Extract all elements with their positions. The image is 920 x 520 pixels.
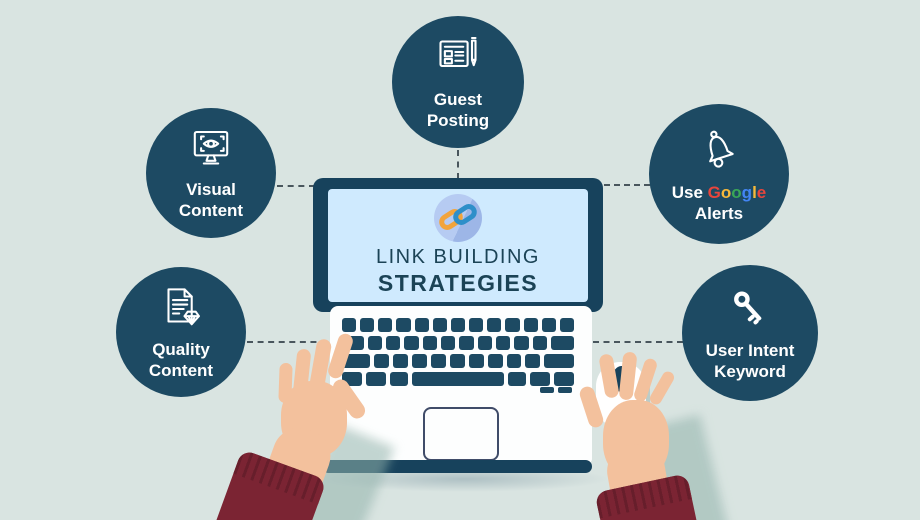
google-brand-text: Google [708, 183, 767, 202]
bubble-label-line2: Content [148, 360, 214, 380]
bubble-label: Quality Content [149, 339, 213, 381]
bubble-label-line1: Guest [433, 89, 483, 109]
keyboard-key [558, 378, 572, 384]
keyboard-key [459, 336, 474, 350]
bubble-label-line1: Use Google [672, 182, 767, 203]
keyboard-key [468, 354, 484, 368]
keyboard-key [342, 354, 371, 368]
keyboard-key [525, 354, 541, 368]
connector-quality-content [247, 341, 327, 343]
keyboard-key [396, 318, 411, 332]
keyboard-key [411, 372, 505, 386]
google-brand-letter: e [756, 182, 767, 202]
keyboard-key [523, 318, 538, 332]
keyboard-key [495, 336, 511, 350]
keyboard-key [508, 372, 527, 386]
keyboard-key [540, 387, 554, 393]
newspaper-pencil-icon [430, 34, 486, 84]
right-index-finger [598, 353, 620, 399]
keyboard-key [365, 372, 386, 386]
document-gem-icon [154, 284, 208, 334]
chain-link-icon [434, 194, 482, 242]
left-hand [201, 325, 395, 520]
bubble-use-google-alerts: Use Google Alerts [649, 104, 789, 244]
keyboard-key [430, 354, 446, 368]
google-brand-letter: l [752, 182, 757, 202]
keyboard-key [389, 372, 408, 386]
keyboard-key [385, 336, 401, 350]
bubble-label: Visual Content [179, 179, 243, 221]
keyboard-key [506, 354, 522, 368]
monitor-eye-icon [184, 126, 238, 174]
keyboard-key [450, 318, 466, 332]
left-index-finger [326, 331, 355, 381]
connector-visual-content [277, 185, 315, 187]
keyboard-row [342, 336, 574, 350]
laptop-keyboard [342, 318, 575, 386]
title-line1: LINK BUILDING [376, 246, 540, 268]
bubble-label-line1: User Intent [705, 340, 795, 360]
keyboard-key [342, 318, 357, 332]
bubble-user-intent-keyword: User Intent Keyword [682, 265, 818, 401]
keyboard-key [393, 354, 409, 368]
keyboard-key [469, 318, 484, 332]
keyboard-key [558, 387, 572, 393]
keyboard-key [514, 336, 529, 350]
bubble-label-line2: Alerts [694, 203, 744, 223]
connector-google-alerts [604, 184, 650, 186]
bubble-label-line2: Keyword [714, 361, 786, 381]
keyboard-key [449, 354, 465, 368]
keyboard-key [487, 318, 502, 332]
keyboard-key [487, 354, 503, 368]
title-line2: STRATEGIES [377, 270, 539, 296]
keyboard-key [505, 318, 520, 332]
google-brand-letter: G [707, 182, 721, 202]
keyboard-key [367, 336, 382, 350]
keyboard-key [559, 318, 575, 332]
connector-user-intent [593, 341, 683, 343]
connector-guest-posting [457, 150, 459, 179]
bell-icon [691, 125, 747, 177]
keyboard-key [422, 336, 437, 350]
right-thumb [577, 384, 606, 430]
laptop-bottom-edge [322, 460, 592, 473]
keyboard-key [541, 318, 556, 332]
keyboard-key [550, 336, 574, 350]
bubble-guest-posting: Guest Posting [392, 16, 524, 148]
google-brand-letter: o [731, 182, 742, 202]
google-brand-letter: o [720, 182, 732, 202]
keyboard-key [404, 336, 419, 350]
keyboard-key [477, 336, 492, 350]
google-brand-letter: g [741, 182, 753, 202]
bubble-label-line1: Visual [186, 179, 236, 199]
bubble-label: User Intent Keyword [706, 340, 795, 382]
keyboard-key [440, 336, 456, 350]
laptop-screen: LINK BUILDING STRATEGIES [313, 178, 603, 312]
bubble-label-line2: Posting [426, 110, 490, 130]
laptop-trackpad [423, 407, 499, 461]
right-hand [575, 348, 745, 520]
keyboard-key [432, 318, 447, 332]
bubble-label-line1: Quality [152, 339, 210, 359]
keyboard-key [374, 354, 390, 368]
keyboard-row [342, 354, 575, 368]
google-line-prefix: Use [671, 182, 703, 202]
keyboard-key [532, 336, 547, 350]
keyboard-key [414, 318, 429, 332]
bubble-visual-content: Visual Content [146, 108, 276, 238]
bubble-quality-content: Quality Content [116, 267, 246, 397]
laptop-base [330, 306, 592, 463]
keyboard-key [412, 354, 427, 368]
keyboard-key [544, 354, 575, 368]
keyboard-key [360, 318, 375, 332]
key-icon [724, 285, 776, 335]
keyboard-row [342, 318, 575, 332]
bubble-label: Guest Posting [427, 89, 489, 131]
keyboard-key [530, 372, 551, 386]
keyboard-key [378, 318, 393, 332]
laptop-screen-content: LINK BUILDING STRATEGIES [328, 189, 588, 302]
bubble-label-line2: Content [178, 200, 244, 220]
bubble-label: Use Google Alerts [672, 182, 767, 224]
